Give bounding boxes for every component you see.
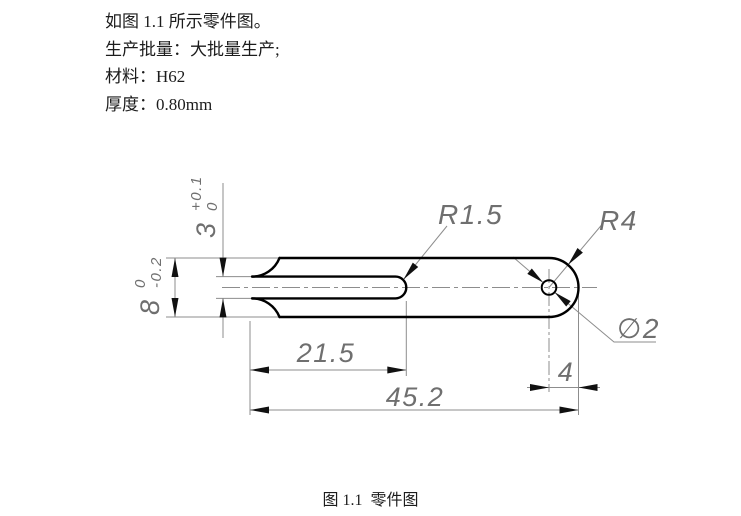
arrow-hole-distance-left [530,384,549,391]
dimension-lines [174,183,600,411]
label-hole-diameter: ∅2 [617,313,660,344]
part-left-end-upper-arc [250,256,281,278]
label-slot-radius: R1.5 [438,199,503,230]
arrow-hole-diameter-upper [527,268,544,283]
extension-lines [166,257,579,415]
slot-outline [250,275,408,300]
part-left-end-lower-arc [250,297,281,319]
arrow-slot-length-right [387,366,407,374]
dimension-arrows [171,248,598,414]
arrow-part-width-top [171,258,179,277]
arrow-hole-distance-right [578,384,598,391]
label-part-width-upper-dev: 0 [132,278,149,288]
arrow-slot-width-top [219,257,227,277]
intro-text-block: 如图 1.1 所示零件图。 生产批量：大批量生产; 材料：H62 厚度：0.80… [105,8,280,118]
arrow-total-length-left [250,406,269,414]
leader-hole-diameter [554,291,656,343]
label-slot-width-lower-dev: 0 [204,201,221,211]
label-slot-width-group: 3 +0.1 0 [188,175,221,238]
intro-line-thickness: 厚度：0.80mm [105,94,213,114]
arrow-slot-radius [403,262,419,280]
arrow-part-width-bottom [171,298,179,317]
figure-caption: 图 1.1 零件图 [322,492,419,509]
label-total-length: 45.2 [386,382,445,412]
label-part-width-lower-dev: -0.2 [148,256,165,288]
label-end-radius: R4 [599,205,638,236]
arrow-end-radius [568,248,583,265]
arrow-slot-length-left [250,366,269,374]
label-part-width-group: 8 0 -0.2 [132,256,165,315]
arrow-hole-diameter-lower [554,292,571,307]
leader-hole-diameter-tail [512,256,530,272]
arrow-total-length-right [559,406,579,414]
part-outline [250,256,580,319]
label-slot-length: 21.5 [296,338,356,368]
intro-line-batch: 生产批量：大批量生产; [105,39,280,59]
hole-circle [540,279,558,296]
intro-line-figure-ref: 如图 1.1 所示零件图。 [105,12,271,31]
label-slot-width-nominal: 3 [191,221,221,238]
label-slot-width-upper-dev: +0.1 [188,175,205,211]
part-body-outline [278,256,580,319]
label-hole-edge-distance: 4 [558,357,575,387]
label-part-width-nominal: 8 [135,298,165,315]
intro-line-material: 材料：H62 [105,67,186,86]
arrow-slot-width-bottom [219,298,227,318]
